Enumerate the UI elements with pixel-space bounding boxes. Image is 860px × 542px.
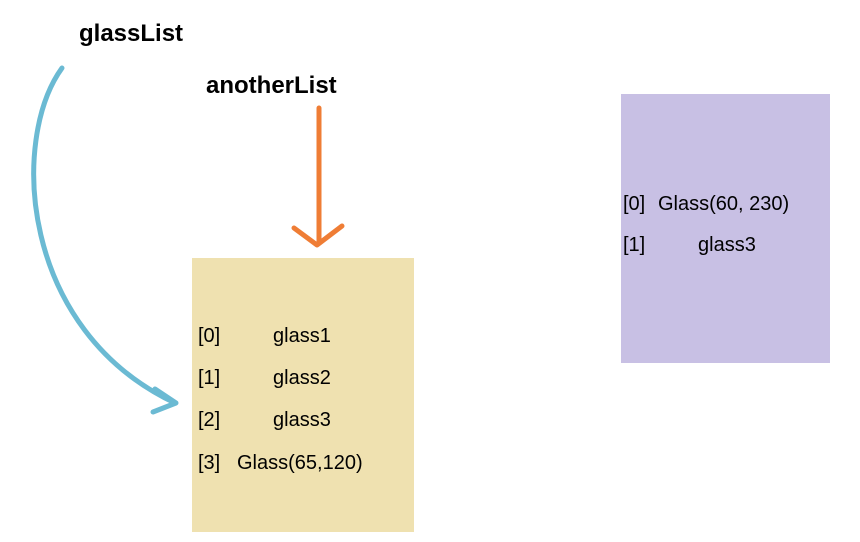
list-item-index: [0] bbox=[198, 325, 221, 347]
glasslist-label: glassList bbox=[79, 20, 184, 47]
list-item: [0] Glass(60, 230) bbox=[623, 193, 789, 216]
list-item-value: glass1 bbox=[273, 325, 331, 347]
glass-list-box: [0] glass1 [1] glass2 [2] glass3 [3] Gla… bbox=[192, 258, 414, 532]
list-item-value: glass3 bbox=[273, 409, 331, 431]
list-item: [1] glass3 bbox=[623, 234, 756, 257]
list-item: [0] glass1 bbox=[198, 325, 331, 348]
list-item-index: [3] bbox=[198, 452, 221, 474]
list-item: [2] glass3 bbox=[198, 409, 331, 432]
list-item: [3] Glass(65,120) bbox=[198, 452, 363, 475]
list-item-index: [1] bbox=[198, 367, 221, 389]
list-item-value: glass2 bbox=[273, 367, 331, 389]
list-item-value: Glass(65,120) bbox=[237, 452, 363, 474]
list-item: [1] glass2 bbox=[198, 367, 331, 390]
anotherlist-label: anotherList bbox=[206, 72, 337, 99]
list-item-value: Glass(60, 230) bbox=[658, 193, 790, 215]
glasslist-reference-arrow bbox=[31, 65, 178, 406]
list-item-value: glass3 bbox=[698, 234, 756, 256]
anotherlist-arrowhead bbox=[291, 223, 345, 248]
glasslist-arrowhead bbox=[150, 386, 179, 415]
list-item-index: [2] bbox=[198, 409, 221, 431]
list-item-index: [1] bbox=[623, 234, 646, 256]
another-list-box: [0] Glass(60, 230) [1] glass3 bbox=[621, 94, 830, 363]
list-item-index: [0] bbox=[623, 193, 646, 215]
